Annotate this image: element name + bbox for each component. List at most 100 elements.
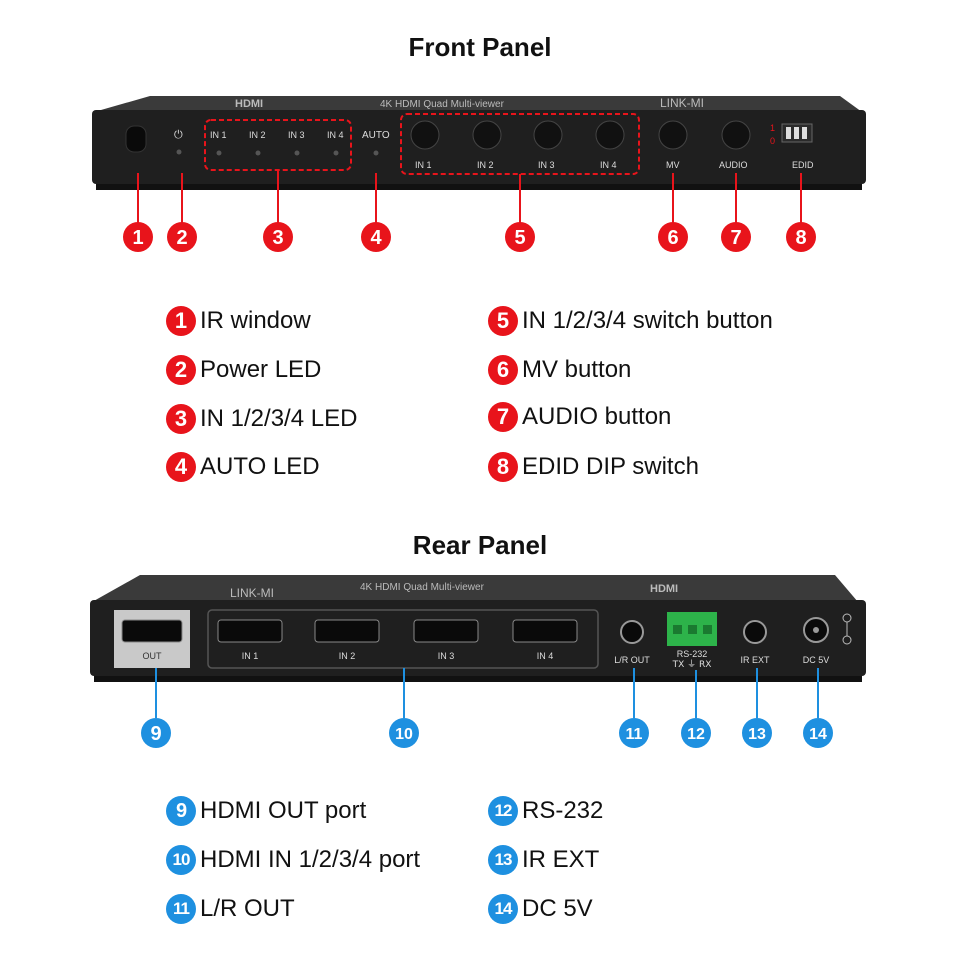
legend-num-8: 8 [488,452,518,482]
button-label-2: IN 2 [477,160,494,170]
legend-text-8: EDID DIP switch [522,453,699,480]
legend-text-10: HDMI IN 1/2/3/4 port [200,846,421,873]
in-led-3 [294,150,300,156]
dc-label: DC 5V [803,655,830,665]
callout-circle-13 [742,718,772,748]
in-button-2[interactable] [472,120,502,150]
callout-num-9: 9 [150,723,161,745]
lr-out-label: L/R OUT [614,655,650,665]
in-button-4[interactable] [595,120,625,150]
callout-num-4: 4 [370,227,382,249]
auto-led [373,150,379,156]
rear-logo: HDMI [650,583,678,595]
legend-text-3: IN 1/2/3/4 LED [200,405,358,432]
callout-num-5: 5 [514,227,525,249]
legend-num-14: 14 [488,894,518,924]
callout-circle-7 [721,222,751,252]
callout-circle-11 [619,718,649,748]
rs232-pin-2 [688,625,697,634]
front-device-text: 4K HDMI Quad Multi-viewer [380,99,505,110]
legend-text-11: L/R OUT [200,895,295,922]
in-button-1[interactable] [410,120,440,150]
legend-num-3: 3 [166,404,196,434]
in-led-1 [216,150,222,156]
ir-window [125,125,147,153]
callout-num-2: 2 [176,227,187,249]
in-button-3[interactable] [533,120,563,150]
rear-panel-diagram: LINK-MI 4K HDMI Quad Multi-viewer HDMI O… [90,575,866,748]
callout-circle-14 [803,718,833,748]
txrx-label: TX ⏚ RX [672,659,712,670]
callout-num-12: 12 [687,726,705,743]
hdmi-in-port-4[interactable] [512,619,578,643]
callout-circle-8 [786,222,816,252]
led-label-2: IN 2 [249,130,266,140]
callout-circle-1 [123,222,153,252]
button-label-3: IN 3 [538,160,555,170]
button-label-4: IN 4 [600,160,617,170]
rs232-pin-1 [673,625,682,634]
edid-label: EDID [792,160,814,170]
in-port-label-1: IN 1 [242,651,259,661]
callout-num-8: 8 [795,227,806,249]
button-group-outline [400,113,640,175]
callout-circle-9 [141,718,171,748]
callout-circle-12 [681,718,711,748]
hdmi-in-port-3[interactable] [413,619,479,643]
hdmi-in-port-1[interactable] [217,619,283,643]
in-led-4 [333,150,339,156]
front-brand: LINK-MI [660,96,704,110]
in-port-label-3: IN 3 [438,651,455,661]
led-label-4: IN 4 [327,130,344,140]
dip-toggle-2 [794,127,799,139]
legend-num-11: 11 [166,894,196,924]
legend-text-4: AUTO LED [200,453,320,480]
in-led-2 [255,150,261,156]
led-label-1: IN 1 [210,130,227,140]
rs232-pin-3 [703,625,712,634]
legend-num-2: 2 [166,355,196,385]
legend-num-6: 6 [488,355,518,385]
lr-out-jack[interactable] [620,620,644,644]
legend-num-1: 1 [166,306,196,336]
power-icon: ⏻ [174,128,183,141]
callout-circle-10 [389,718,419,748]
mv-label: MV [666,160,680,170]
rear-panel-title: Rear Panel [412,530,548,560]
legend-text-2: Power LED [200,356,322,383]
in-port-label-4: IN 4 [537,651,554,661]
legend-num-7: 7 [488,402,518,432]
legend-text-6: MV button [522,356,632,383]
mv-button[interactable] [658,120,688,150]
audio-button[interactable] [721,120,751,150]
legend-num-13: 13 [488,845,518,875]
power-led [176,149,182,155]
auto-label: AUTO [362,130,390,141]
callout-num-6: 6 [667,227,678,249]
legend-num-9: 9 [166,796,196,826]
legend-text-5: IN 1/2/3/4 switch button [522,307,773,334]
callout-num-3: 3 [272,227,283,249]
legend-num-10: 10 [166,845,196,875]
rs232-label: RS-232 [677,649,708,659]
callout-circle-4 [361,222,391,252]
callout-num-10: 10 [395,726,413,743]
dip-toggle-1 [786,127,791,139]
legend-num-5: 5 [488,306,518,336]
front-panel-title: Front Panel [408,32,552,62]
ir-ext-jack[interactable] [743,620,767,644]
hdmi-in-port-2[interactable] [314,619,380,643]
hdmi-out-port[interactable] [121,619,183,643]
legend-text-1: IR window [200,307,311,334]
rear-brand: LINK-MI [230,586,274,600]
in-port-label-2: IN 2 [339,651,356,661]
legend-text-12: RS-232 [522,797,604,824]
